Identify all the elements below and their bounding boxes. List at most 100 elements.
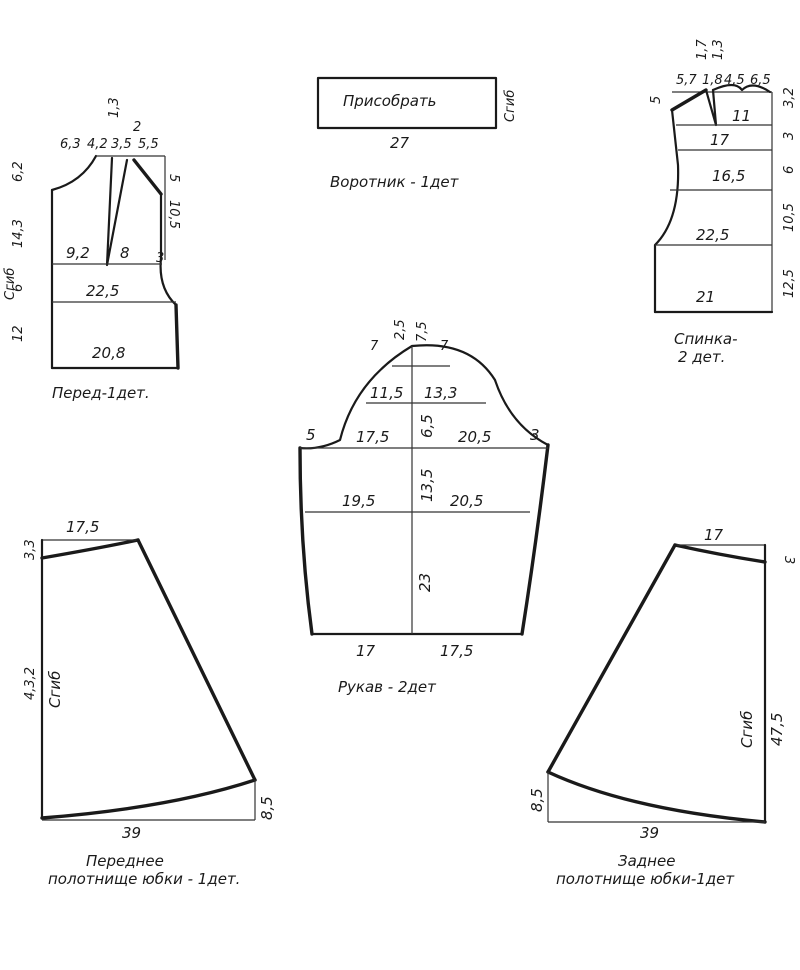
back-skirt-hem — [546, 770, 767, 824]
front-hem-dim: 20,8 — [92, 344, 125, 362]
collar-caption: Воротник - 1дет — [330, 173, 460, 191]
back-dart-dim-2: 1,3 — [711, 39, 726, 60]
front-skirt-hem — [40, 778, 257, 820]
back-skirt-top-dim: 17 — [704, 526, 724, 544]
back-left-dim: 5 — [649, 96, 664, 104]
back-dim-22-5: 22,5 — [696, 226, 729, 244]
back-dart — [704, 88, 718, 127]
front-skirt-caption-1: Переднее — [86, 852, 164, 870]
back-dim-17: 17 — [710, 131, 730, 149]
collar-gather-label: Присобрать — [343, 92, 437, 110]
sleeve-cap-dim-4: 7 — [440, 339, 449, 354]
sleeve-cap — [298, 344, 550, 450]
sleeve-row2-center: 6,5 — [418, 414, 436, 438]
front-top-dim-4: 5,5 — [138, 137, 159, 152]
front-left-dim-4: 12 — [11, 325, 26, 342]
front-top-dim-2: 4,2 — [87, 137, 108, 152]
front-bust-right-dim: 8 — [120, 244, 130, 262]
front-right-dim-1: 5 — [166, 174, 181, 182]
front-top-dim-1: 6,3 — [60, 137, 81, 152]
front-bust-left-dim: 9,2 — [66, 244, 90, 262]
front-armhole — [159, 192, 178, 307]
front-skirt-bottom-dim: 39 — [122, 824, 141, 842]
back-skirt-caption-1: Заднее — [618, 852, 675, 870]
back-dim-21: 21 — [696, 288, 715, 306]
front-left-dim-2: 14,3 — [11, 219, 26, 248]
sleeve-cap-dim-1: 7 — [370, 339, 379, 354]
back-right-dim-1: 3,2 — [782, 87, 797, 108]
back-caption-1: Спинка- — [674, 330, 738, 348]
back-skirt-side-seam — [546, 543, 677, 774]
sleeve-bottom-right: 17,5 — [440, 642, 473, 660]
front-skirt-left-dim-1: 3,3 — [23, 539, 38, 560]
sleeve-row3-center: 13,5 — [418, 469, 436, 502]
sleeve-side-left: 5 — [306, 426, 316, 444]
front-skirt-piece: 17,5 3,3 4,3,2 Сгиб 39 8,5 Переднее поло… — [23, 518, 276, 888]
front-skirt-left-dim-2: 4,3,2 — [23, 667, 38, 700]
back-dim-11: 11 — [732, 107, 751, 125]
front-left-dim-3: 6 — [11, 284, 26, 292]
back-dart-dim-1: 1,7 — [695, 39, 710, 60]
back-top-dim-2: 1,8 — [702, 73, 723, 88]
front-side-seam — [174, 303, 180, 370]
sleeve-right-seam — [520, 443, 550, 636]
front-skirt-fold-label: Сгиб — [46, 671, 64, 708]
back-skirt-left-dim: 8,5 — [528, 788, 546, 812]
collar-width-dim: 27 — [390, 134, 410, 152]
front-neckline — [50, 154, 98, 192]
collar-outline — [316, 76, 498, 130]
front-skirt-waist — [40, 538, 140, 560]
front-shoulder — [132, 158, 163, 196]
sleeve-row1-left: 11,5 — [370, 384, 403, 402]
sleeve-row3-right: 20,5 — [450, 492, 483, 510]
back-top-dim-1: 5,7 — [676, 73, 697, 88]
back-skirt-bottom-dim: 39 — [640, 824, 659, 842]
front-waist-dim: 22,5 — [86, 282, 119, 300]
sleeve-row3-left: 19,5 — [342, 492, 375, 510]
front-skirt-top-dim: 17,5 — [66, 518, 99, 536]
back-caption-2: 2 дет. — [678, 348, 725, 366]
front-right-dim-2: 10,5 — [166, 200, 181, 229]
back-shoulder — [670, 88, 708, 112]
front-dart-dim-2: 2 — [133, 120, 141, 135]
back-top-dim-4: 6,5 — [750, 73, 771, 88]
back-bodice-piece: 5,7 1,8 4,5 6,5 1,7 1,3 5 11 17 16,5 22,… — [649, 39, 797, 366]
back-neckline — [711, 83, 772, 94]
sleeve-piece: 7 2,5 7,5 7 11,5 13,3 17,5 6,5 20,5 5 3 … — [298, 319, 550, 696]
sleeve-row1-right: 13,3 — [424, 384, 457, 402]
sleeve-bottom-left: 17 — [356, 642, 376, 660]
back-skirt-right-dim-2: 47,5 — [768, 713, 786, 746]
front-right-dim-3: 3 — [156, 251, 164, 266]
front-fold-label: Сгиб — [3, 268, 18, 300]
collar-piece: Присобрать Сгиб 27 Воротник - 1дет — [316, 76, 518, 191]
back-dim-16-5: 16,5 — [712, 167, 745, 185]
back-right-dim-3: 6 — [782, 166, 797, 174]
front-dart — [105, 156, 129, 267]
back-skirt-right-dim-1: 3 — [781, 556, 796, 564]
sleeve-side-right: 3 — [530, 426, 540, 444]
front-caption: Перед-1дет. — [52, 384, 150, 402]
front-skirt-caption-2: полотнище юбки - 1дет. — [48, 870, 240, 888]
sleeve-cap-dim-2: 2,5 — [393, 319, 408, 340]
front-left-dim-1: 6,2 — [11, 161, 26, 182]
front-skirt-right-dim: 8,5 — [258, 796, 276, 820]
sleeve-left-seam — [298, 446, 314, 636]
back-right-dim-4: 10,5 — [782, 203, 797, 232]
back-skirt-piece: 17 3 47,5 Сгиб 39 8,5 Заднее полотнище ю… — [528, 526, 796, 888]
front-bodice-piece: 6,3 4,2 3,5 5,5 1,3 2 6,2 14,3 6 12 Сгиб… — [3, 97, 181, 402]
sleeve-row2-right: 20,5 — [458, 428, 491, 446]
front-top-dim-3: 3,5 — [111, 137, 132, 152]
sleeve-row2-left: 17,5 — [356, 428, 389, 446]
back-skirt-fold-label: Сгиб — [738, 711, 756, 748]
collar-fold-label: Сгиб — [503, 90, 518, 122]
sleeve-cap-dim-3: 7,5 — [415, 321, 430, 342]
front-skirt-side-seam — [136, 538, 257, 782]
back-top-dim-3: 4,5 — [724, 73, 745, 88]
back-skirt-waist — [673, 543, 767, 564]
back-skirt-caption-2: полотнище юбки-1дет — [556, 870, 735, 888]
sleeve-caption: Рукав - 2дет — [338, 678, 437, 696]
back-right-dim-5: 12,5 — [782, 269, 797, 298]
back-armhole-side — [653, 108, 680, 314]
front-dart-dim-1: 1,3 — [107, 97, 122, 118]
